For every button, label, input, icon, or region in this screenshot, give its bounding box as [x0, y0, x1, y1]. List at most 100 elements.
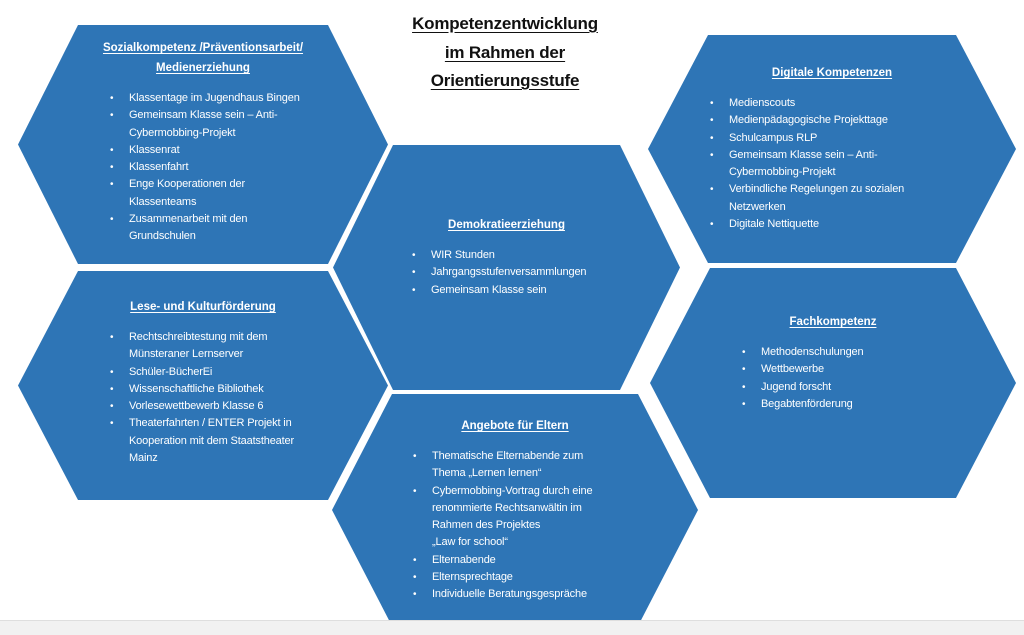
bullet-icon: • — [110, 366, 114, 378]
bullet-item: • Klassentage im Jugendhaus Bingen — [110, 90, 388, 107]
bullet-item: • Vorlesewettbewerb Klasse 6 — [110, 398, 388, 415]
bullet-item: • Begabtenförderung — [742, 396, 1016, 413]
bullet-item: •Wettbewerbe — [742, 361, 1016, 378]
bullet-list: • Medienscouts • Medienpädagogische Projekt… — [648, 95, 1016, 233]
bullet-item: •Elternsprechtage — [413, 569, 698, 586]
bullet-text: Gemeinsam Klasse sein – Anti- Cybermobbi… — [729, 148, 878, 179]
bullet-text: Wissenschaftliche Bibliothek — [129, 382, 264, 395]
bullet-icon: • — [110, 214, 114, 226]
bullet-list: • WIR Stunden • Jahrgangsstufenversammlunge… — [333, 247, 680, 299]
bullet-icon: • — [710, 219, 714, 231]
bullet-text: Thematische Elternabende zum Thema „Lern… — [432, 450, 584, 480]
bullet-item: • Methodenschulungen — [742, 344, 1016, 361]
bullet-icon: • — [110, 144, 114, 156]
bullet-icon: • — [742, 347, 746, 358]
bullet-item: • Klassenfahrt — [110, 159, 388, 176]
bullet-icon: • — [110, 332, 114, 343]
bullet-icon: • — [110, 401, 114, 413]
bullet-icon: • — [110, 110, 114, 122]
bullet-item: • Verbindliche Regelungen zu sozialen Net… — [710, 181, 1016, 216]
bullet-list: • Rechtschreibtestung mit dem Münsteraner… — [18, 329, 388, 467]
hexagon-heading: Sozialkompetenz /Präventionsarbeit/ Medi… — [102, 42, 304, 74]
bullet-text: Jahrgangsstufenversammlungen — [431, 266, 587, 279]
bullet-icon: • — [742, 381, 746, 393]
bullet-text: Medienscouts — [729, 97, 796, 109]
bullet-item: • Elternabende — [413, 552, 698, 569]
bullet-text: Verbindliche Regelungen zu sozialen Netz… — [729, 183, 905, 213]
bullet-icon: • — [110, 179, 114, 191]
bullet-text: Zusammenarbeit mit den Grundschulen — [129, 213, 248, 243]
bullet-icon: • — [412, 267, 416, 279]
bullet-icon: • — [413, 589, 417, 601]
bullet-icon: • — [710, 149, 714, 161]
hexagon-fachkompetenz: Fachkompetenz •Methodenschulungen•Wettbe… — [650, 268, 1016, 498]
hexagon-angebote-fuer-eltern: Angebote für Eltern • Thematische Elterna… — [332, 394, 698, 626]
hexagon-digitale-kompetenzen: Digitale Kompetenzen • Medienscouts • Medie… — [648, 35, 1016, 263]
bullet-text: Methodenschulungen — [761, 346, 864, 358]
bullet-text: Rechtschreibtestung mit dem Münsteraner … — [129, 331, 268, 361]
bullet-item: •Digitale Nettiquette — [710, 216, 1016, 233]
bullet-icon: • — [110, 383, 114, 395]
bullet-text: Schüler-BücherEi — [129, 365, 213, 378]
bullet-text: Enge Kooperationen der Klassenteams — [129, 178, 245, 208]
bullet-icon: • — [710, 115, 714, 127]
hexagon-heading: Digitale Kompetenzen — [771, 67, 893, 79]
bullet-icon: • — [110, 418, 114, 430]
bullet-item: • Medienscouts — [710, 95, 1016, 112]
diagram-title-line: Orientierungsstufe — [430, 71, 580, 90]
bullet-text: Elternsprechtage — [432, 571, 513, 584]
bullet-icon: • — [110, 93, 114, 104]
bullet-item: • Gemeinsam Klasse sein — [412, 282, 680, 299]
bullet-icon: • — [413, 554, 417, 566]
diagram-title-line: Kompetenzentwicklung — [412, 14, 598, 33]
bullet-icon: • — [412, 250, 416, 261]
bullet-list: •Methodenschulungen•Wettbewerbe•Jugend f… — [650, 344, 1016, 413]
bullet-text: Gemeinsam Klasse sein – Anti- Cybermobbi… — [129, 109, 278, 139]
bullet-text: Klassentage im Jugendhaus Bingen — [129, 92, 300, 104]
bullet-item: • Wissenschaftliche Bibliothek — [110, 381, 388, 398]
bullet-icon: • — [110, 162, 114, 174]
bullet-icon: • — [710, 184, 714, 196]
bullet-text: Jugend forscht — [761, 380, 832, 393]
bullet-item: • Jahrgangsstufenversammlungen — [412, 264, 680, 281]
bullet-icon: • — [413, 451, 417, 462]
bullet-text: Wettbewerbe — [761, 363, 824, 376]
bullet-item: • Zusammenarbeit mit den Grundschulen — [110, 211, 388, 246]
bullet-item: • Thematische Elternabende zum Thema „Ler… — [413, 448, 698, 483]
diagram-title: Kompetenzentwicklung im Rahmen der Orien… — [355, 10, 655, 96]
hexagon-lese-und-kulturfoerderung: Lese- und Kulturförderung •Rechtschreibt… — [18, 271, 388, 500]
bullet-icon: • — [710, 98, 714, 109]
bullet-text: Klassenfahrt — [129, 161, 189, 174]
bullet-text: Vorlesewettbewerb Klasse 6 — [129, 400, 264, 413]
bullet-item: •Klassenrat — [110, 142, 388, 159]
diagram-title-line: im Rahmen der — [444, 42, 566, 62]
bullet-list: • Klassentage im Jugendhaus Bingen • Gemein… — [18, 90, 388, 246]
hexagon-heading: Fachkompetenz — [789, 316, 877, 328]
bullet-text: Gemeinsam Klasse sein — [431, 283, 547, 296]
bullet-text: WIR Stunden — [431, 249, 495, 261]
bullet-text: Medienpädagogische Projekttage — [729, 114, 888, 127]
bullet-text: Theaterfahrten / ENTER Projekt in Kooper… — [129, 417, 295, 465]
bullet-text: Individuelle Beratungsgespräche — [432, 588, 587, 601]
bullet-text: Cybermobbing-Vortrag durch eine renommie… — [432, 484, 593, 549]
bullet-item: • Gemeinsam Klasse sein – Anti- Cybermobb… — [110, 107, 388, 142]
bullet-text: Begabtenförderung — [761, 397, 853, 410]
hexagon-sozialkompetenz: Sozialkompetenz /Präventionsarbeit/ Medi… — [18, 25, 388, 264]
bullet-text: Elternabende — [432, 553, 496, 566]
bullet-icon: • — [742, 398, 746, 410]
bullet-item: • Rechtschreibtestung mit dem Münsteraner… — [110, 329, 388, 364]
bullet-item: • Schulcampus RLP — [710, 130, 1016, 147]
hexagon-heading: Demokratieerziehung — [448, 219, 565, 231]
bullet-item: • Schüler-BücherEi — [110, 364, 388, 381]
bullet-icon: • — [412, 284, 416, 296]
footer-bar — [0, 620, 1024, 635]
hexagon-heading: Angebote für Eltern — [461, 420, 569, 432]
bullet-text: Schulcampus RLP — [729, 131, 818, 144]
bullet-item: •Cybermobbing-Vortrag durch eine renommi… — [413, 483, 698, 552]
bullet-item: • Individuelle Beratungsgespräche — [413, 586, 698, 603]
hexagon-demokratieerziehung: Demokratieerziehung • WIR Stunden • Jahrgan… — [333, 145, 680, 390]
bullet-item: • Theaterfahrten / ENTER Projekt in Koope… — [110, 415, 388, 467]
bullet-icon: • — [710, 132, 714, 144]
bullet-item: • WIR Stunden — [412, 247, 680, 264]
